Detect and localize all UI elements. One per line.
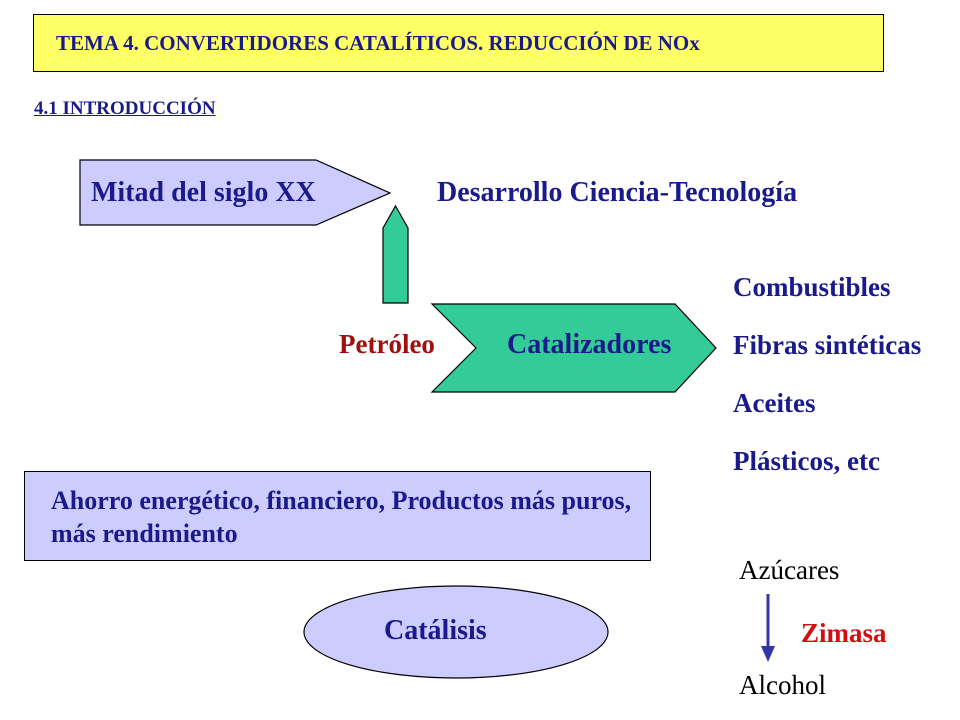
fermentation-output: Alcohol [739, 670, 826, 700]
product-item: Plásticos, etc [733, 446, 880, 476]
up-arrow [382, 204, 409, 304]
catalysis-label: Catálisis [384, 615, 487, 646]
fermentation-arrow-head [761, 646, 775, 662]
fermentation-enzyme: Zimasa [801, 618, 887, 648]
benefits-text: Ahorro energético, financiero, Productos… [51, 486, 632, 548]
slide-title: TEMA 4. CONVERTIDORES CATALÍTICOS. REDUC… [56, 30, 700, 55]
benefits-box: Ahorro energético, financiero, Productos… [24, 471, 651, 561]
title-banner: TEMA 4. CONVERTIDORES CATALÍTICOS. REDUC… [33, 14, 884, 72]
fermentation-input: Azúcares [739, 555, 840, 585]
section-heading: 4.1 INTRODUCCIÓN [34, 98, 216, 119]
catalysis-ellipse [303, 585, 609, 679]
catalysts-label: Catalizadores [507, 329, 672, 360]
era-pentagon [79, 159, 392, 226]
era-label: Mitad del siglo XX [91, 177, 316, 208]
product-item: Aceites [733, 388, 816, 418]
source-label: Petróleo [339, 329, 435, 359]
product-item: Combustibles [733, 272, 891, 302]
catalysts-chevron [430, 303, 717, 393]
product-item: Fibras sintéticas [733, 330, 922, 360]
development-label: Desarrollo Ciencia-Tecnología [437, 177, 798, 208]
